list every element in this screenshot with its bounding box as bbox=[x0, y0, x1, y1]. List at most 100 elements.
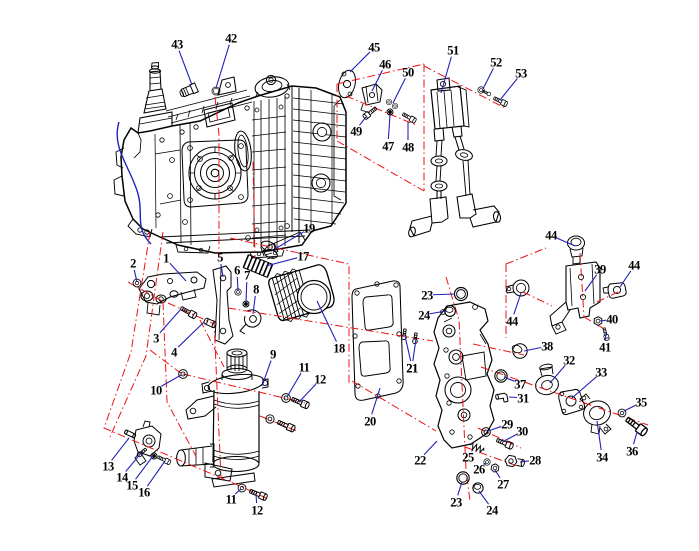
ignition-coil-shape-126 bbox=[430, 155, 448, 167]
engine-block-shape-72 bbox=[254, 107, 260, 113]
starter-motor-shape-175 bbox=[231, 350, 243, 356]
engine-block-shape-43 bbox=[207, 107, 231, 123]
exhaust-plate-22-shape-223 bbox=[461, 351, 487, 381]
assembly-axis-11 bbox=[149, 349, 183, 375]
engine-block-shape-61 bbox=[206, 164, 224, 182]
assembly-axis-15 bbox=[213, 319, 222, 479]
bracket-1-shape-162 bbox=[155, 294, 167, 304]
callout-38: 38 bbox=[541, 340, 553, 354]
engine-block-shape-87 bbox=[256, 251, 262, 257]
oil-filter-set-shape-153 bbox=[273, 271, 306, 320]
starter-motor-shape-176 bbox=[226, 353, 248, 371]
engine-block-shape-98 bbox=[169, 157, 175, 163]
engine-block-shape-75 bbox=[278, 225, 284, 231]
clamp-8-shape-171 bbox=[243, 309, 262, 328]
engine-block-shape-60 bbox=[199, 157, 231, 189]
assembly-axis-8 bbox=[252, 161, 256, 259]
starter-motor-shape-196 bbox=[214, 469, 222, 477]
gasket-20-shape-213 bbox=[374, 281, 380, 287]
ignition-coil-shape-136 bbox=[455, 149, 473, 161]
engine-block-shape-57 bbox=[238, 194, 244, 200]
ignition-coil-shape-121 bbox=[436, 89, 455, 129]
leader-42-46 bbox=[215, 44, 230, 89]
engine-block-shape-76 bbox=[291, 86, 300, 243]
callout-49: 49 bbox=[350, 125, 362, 139]
clamp-8-shape-172 bbox=[249, 315, 257, 323]
engine-block-shape-52 bbox=[154, 133, 182, 229]
starter-motor-shape-197 bbox=[211, 472, 256, 488]
oil-filter-set-shape-148 bbox=[242, 254, 274, 278]
thermostat-group-shape-234 bbox=[535, 374, 559, 396]
oil-filter-set-shape-149 bbox=[268, 264, 335, 322]
engine-block-shape-70 bbox=[253, 96, 286, 248]
gasket-20-shape-204 bbox=[362, 294, 394, 331]
leader-38-42 bbox=[523, 346, 542, 352]
starter-motor-shape-182 bbox=[203, 384, 211, 392]
leader-26-30 bbox=[483, 462, 487, 465]
thermostat-group-shape-247 bbox=[599, 423, 612, 435]
bracket-45-46-shape-111 bbox=[342, 79, 352, 89]
assembly-axis-27 bbox=[522, 291, 553, 307]
engine-block-shape-67 bbox=[227, 185, 233, 191]
gasket-20-shape-208 bbox=[396, 331, 402, 337]
bracket-1 bbox=[138, 271, 207, 316]
engine-block-shape-32 bbox=[139, 117, 173, 125]
exhaust-plate-22-shape-218 bbox=[452, 353, 460, 361]
leader-17-18 bbox=[265, 257, 298, 267]
nut-27 bbox=[490, 462, 500, 474]
leader-30-34 bbox=[503, 433, 518, 442]
callout-30: 30 bbox=[516, 425, 528, 439]
exhaust-plate-22-shape-228 bbox=[446, 400, 452, 406]
engine-block-shape-33 bbox=[143, 88, 167, 114]
ignition-coil-shape-128 bbox=[435, 165, 442, 182]
callout-52: 52 bbox=[490, 56, 502, 70]
callout-23: 23 bbox=[450, 496, 462, 510]
bracket-45-46-shape-110 bbox=[338, 69, 356, 99]
anode-bracket-shape-202 bbox=[142, 420, 151, 428]
gasket-20 bbox=[351, 280, 404, 401]
engine-block-shape-65 bbox=[228, 155, 234, 161]
ignition-coil-shape-133 bbox=[409, 215, 433, 237]
ignition-coil-shape-124 bbox=[451, 125, 463, 138]
engine-block-shape-50 bbox=[225, 82, 231, 88]
callout-35: 35 bbox=[635, 396, 647, 410]
engine-block-shape-48 bbox=[254, 83, 291, 99]
leader-27-31 bbox=[494, 469, 501, 479]
bracket-1-shape-158 bbox=[166, 277, 174, 285]
callout-40: 40 bbox=[606, 313, 618, 327]
leader-53-59 bbox=[499, 78, 518, 101]
callout-24: 24 bbox=[418, 309, 431, 323]
bolt-30 bbox=[495, 436, 515, 451]
leader-11-12 bbox=[234, 488, 242, 495]
engine-block-shape-35 bbox=[149, 70, 162, 90]
leader-37-41 bbox=[503, 376, 515, 382]
assembly-axis-28 bbox=[596, 290, 621, 303]
callout-48: 48 bbox=[402, 141, 414, 155]
sensor-group-shape-262 bbox=[515, 282, 527, 294]
spacer-4 bbox=[202, 317, 218, 329]
starter-motor-shape-187 bbox=[212, 449, 260, 460]
engine-block-shape-59 bbox=[194, 152, 236, 194]
exhaust-plate-22-shape-215 bbox=[442, 324, 456, 338]
engine-block-shape-81 bbox=[315, 177, 327, 189]
bracket-1-shape-156 bbox=[138, 271, 207, 305]
engine-block-shape-68 bbox=[234, 130, 252, 172]
anode-bracket-shape-198 bbox=[133, 425, 162, 457]
engine-block-shape-99 bbox=[167, 193, 173, 199]
callout-34: 34 bbox=[596, 451, 609, 465]
leader-20-21 bbox=[371, 387, 381, 415]
leader-3-2 bbox=[159, 308, 182, 334]
callout-26: 26 bbox=[473, 463, 485, 477]
leader-19-20 bbox=[274, 231, 305, 250]
ignition-coil-shape-130 bbox=[434, 183, 443, 189]
leader-29-33 bbox=[487, 425, 502, 432]
gasket-20-shape-205 bbox=[358, 340, 391, 377]
engine-block-shape-56 bbox=[187, 197, 193, 203]
engine-block-shape-64 bbox=[197, 156, 203, 162]
engine-block-shape-69 bbox=[237, 134, 249, 168]
engine-block-shape-103 bbox=[159, 137, 165, 143]
oil-filter-set-shape-150 bbox=[271, 271, 308, 321]
callout-19: 19 bbox=[303, 222, 315, 236]
leader-31-35 bbox=[508, 396, 518, 399]
